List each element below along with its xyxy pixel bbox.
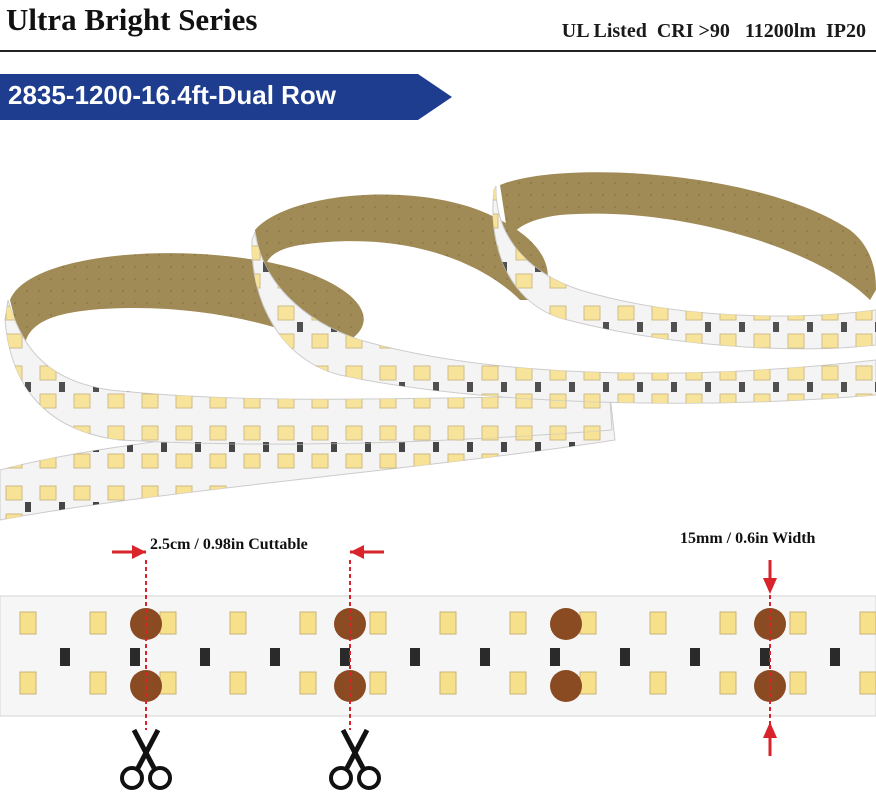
led-chip bbox=[229, 671, 247, 695]
product-badge bbox=[0, 74, 452, 120]
resistor bbox=[340, 648, 350, 666]
led-chip bbox=[19, 671, 37, 695]
led-chip bbox=[649, 611, 667, 635]
width-label: 15mm / 0.6in Width bbox=[680, 530, 816, 547]
resistor bbox=[690, 648, 700, 666]
header-divider bbox=[0, 50, 876, 52]
led-chip bbox=[579, 671, 597, 695]
led-chip bbox=[509, 671, 527, 695]
spec-line: UL Listed CRI >90 11200lm IP20 bbox=[561, 20, 866, 42]
led-chip bbox=[579, 611, 597, 635]
resistor bbox=[130, 648, 140, 666]
led-chip bbox=[229, 611, 247, 635]
led-chip bbox=[789, 611, 807, 635]
led-chip bbox=[859, 611, 876, 635]
led-chip bbox=[719, 671, 737, 695]
led-chip bbox=[159, 611, 177, 635]
scissors-icon bbox=[329, 728, 381, 790]
led-chip bbox=[369, 671, 387, 695]
led-chip bbox=[859, 671, 876, 695]
resistor bbox=[410, 648, 420, 666]
resistor bbox=[760, 648, 770, 666]
arrow-icon bbox=[112, 545, 384, 559]
page-title: Ultra Bright Series bbox=[6, 2, 258, 37]
led-chip bbox=[439, 671, 457, 695]
resistor bbox=[270, 648, 280, 666]
resistor bbox=[620, 648, 630, 666]
resistor bbox=[60, 648, 70, 666]
led-chip bbox=[159, 671, 177, 695]
led-chip bbox=[789, 671, 807, 695]
led-chip bbox=[19, 611, 37, 635]
arrow-icon bbox=[763, 560, 777, 756]
product-badge-label: 2835-1200-16.4ft-Dual Row bbox=[8, 80, 337, 110]
reel-strip bbox=[0, 185, 876, 521]
led-chip bbox=[439, 611, 457, 635]
scissors-icon bbox=[120, 728, 172, 790]
led-chip bbox=[719, 611, 737, 635]
flat-strip bbox=[0, 595, 876, 717]
resistor bbox=[480, 648, 490, 666]
copper-pad bbox=[550, 670, 582, 702]
led-chip bbox=[649, 671, 667, 695]
resistor bbox=[550, 648, 560, 666]
copper-pad bbox=[550, 608, 582, 640]
led-chip bbox=[299, 671, 317, 695]
led-chip bbox=[89, 611, 107, 635]
led-chip bbox=[369, 611, 387, 635]
cut-spacing-label: 2.5cm / 0.98in Cuttable bbox=[150, 536, 308, 553]
led-chip bbox=[509, 611, 527, 635]
led-chip bbox=[89, 671, 107, 695]
resistor bbox=[200, 648, 210, 666]
reel-backing bbox=[10, 172, 876, 360]
resistor bbox=[830, 648, 840, 666]
led-chip bbox=[299, 611, 317, 635]
